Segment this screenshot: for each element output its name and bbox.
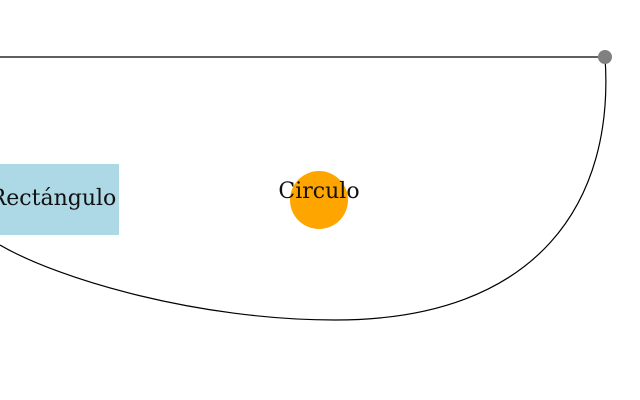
rectangle-node[interactable]	[0, 164, 119, 235]
curved-connector-line[interactable]	[0, 56, 607, 321]
circle-node[interactable]	[290, 171, 348, 229]
connector-handle[interactable]	[598, 50, 612, 64]
rectangle-label: Rectángulo	[0, 186, 116, 211]
circle-label: Circulo	[278, 179, 359, 204]
